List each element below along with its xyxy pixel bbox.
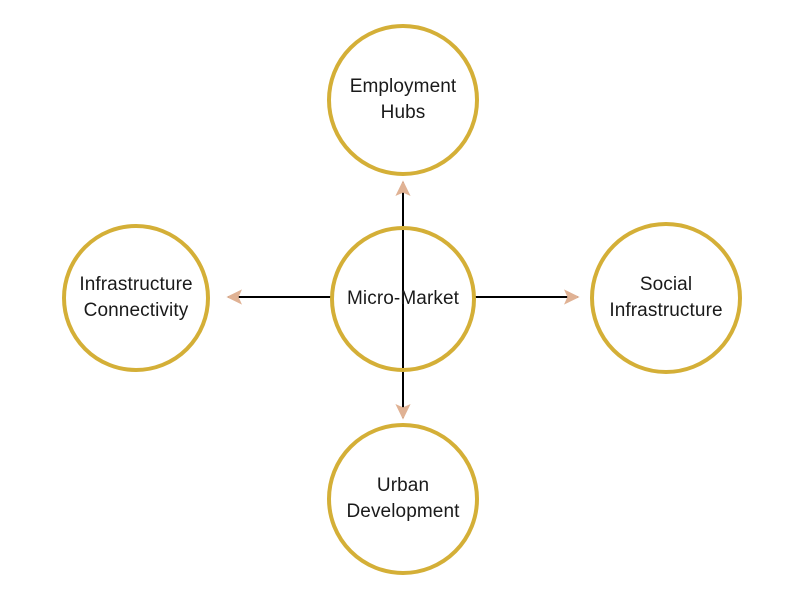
edge-group <box>226 180 580 420</box>
node-circle-employment-hubs[interactable] <box>327 24 479 176</box>
node-circle-micro-market[interactable] <box>330 226 476 372</box>
node-circle-social-infrastructure[interactable] <box>590 222 742 374</box>
node-circle-infrastructure-connectivity[interactable] <box>62 224 210 372</box>
node-circle-urban-development[interactable] <box>327 423 479 575</box>
node-circle-group <box>62 24 742 575</box>
